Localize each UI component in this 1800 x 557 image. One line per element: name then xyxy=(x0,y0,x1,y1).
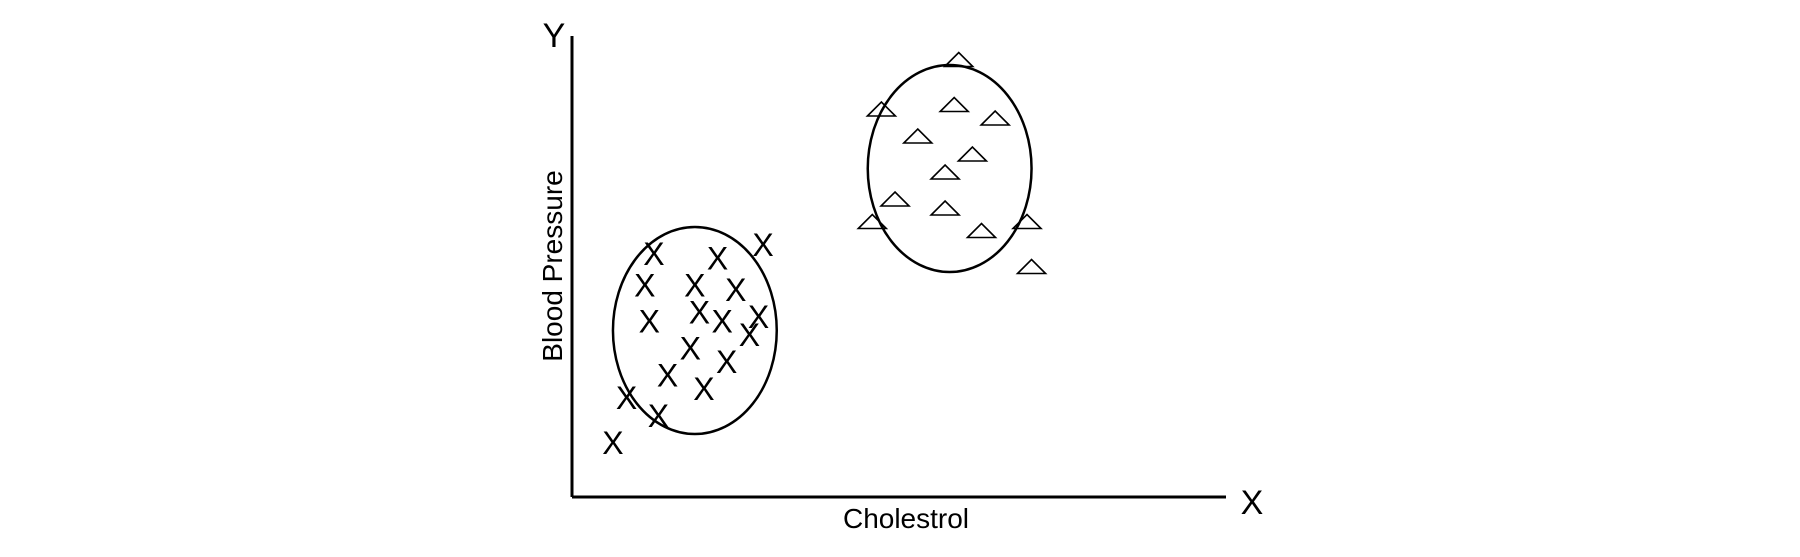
triangle-marker xyxy=(942,51,975,68)
triangle-marker xyxy=(901,127,934,144)
x-marker: X xyxy=(693,371,714,407)
triangle-marker xyxy=(938,96,971,113)
y-axis-letter: Y xyxy=(543,17,566,55)
x-marker: X xyxy=(684,268,705,304)
x-marker: X xyxy=(602,425,623,461)
triangle-marker xyxy=(965,222,998,239)
x-marker: X xyxy=(716,344,737,380)
triangle-marker xyxy=(856,213,889,230)
x-marker: X xyxy=(639,304,660,340)
triangle-marker xyxy=(879,190,911,207)
triangle-marker xyxy=(865,100,898,117)
x-marker: X xyxy=(616,380,637,416)
triangle-marker xyxy=(929,199,962,216)
x-marker: X xyxy=(634,268,655,304)
x-marker: X xyxy=(643,236,664,272)
x-axis-letter: X xyxy=(1241,484,1264,522)
triangle-marker xyxy=(929,163,962,180)
cluster-circles xyxy=(611,63,1033,436)
x-marker: X xyxy=(752,227,773,263)
cluster-circle-1 xyxy=(611,225,778,436)
triangle-marker xyxy=(1015,258,1048,275)
x-marker: X xyxy=(711,304,732,340)
x-marker: X xyxy=(707,241,728,277)
cluster-circle-2 xyxy=(866,63,1033,274)
x-marker: X xyxy=(739,317,760,353)
triangle-marker xyxy=(979,109,1012,126)
x-axis-label: Cholestrol xyxy=(843,503,969,534)
triangle-marker xyxy=(1011,213,1043,230)
axes: Y X Cholestrol Blood Pressure xyxy=(537,17,1263,534)
x-marker: X xyxy=(725,272,746,308)
x-marker: X xyxy=(689,295,710,331)
x-marker: X xyxy=(657,358,678,394)
y-axis-label: Blood Pressure xyxy=(537,170,568,361)
x-marker: X xyxy=(680,331,701,367)
x-marker: X xyxy=(648,398,669,434)
triangle-marker xyxy=(956,145,989,162)
x-marker: X xyxy=(748,299,769,335)
